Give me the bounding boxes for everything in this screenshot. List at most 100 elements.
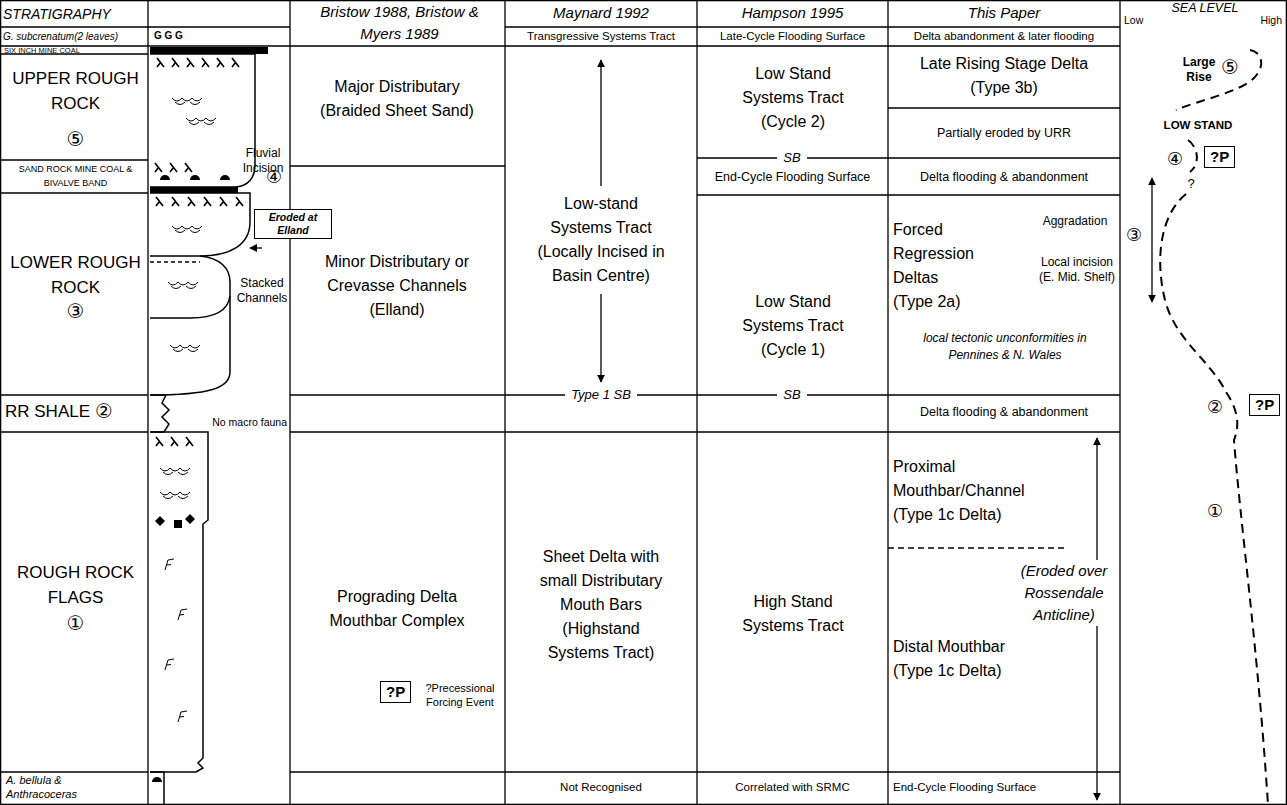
stratigraphic-log xyxy=(220,175,230,180)
table-cell: Distal Mouthbar (Type 1c Delta) xyxy=(893,635,1023,683)
table-cell: Delta abandonment & later flooding xyxy=(888,29,1120,43)
boundary-label: Type 1 SB xyxy=(565,387,637,403)
table-cell: Prograding Delta Mouthbar Complex xyxy=(307,585,487,633)
stratigraphic-log xyxy=(172,226,202,233)
annotation: Stacked Channels xyxy=(236,276,288,306)
box-text: Eroded at Elland xyxy=(260,211,326,237)
callout-number: ③ xyxy=(3,300,148,323)
box-text: ?P xyxy=(1210,148,1229,166)
boundary-label: SB xyxy=(777,150,807,166)
unit-name: SIX INCH MINE COAL xyxy=(4,47,148,55)
table-cell: Low-stand Systems Tract (Locally Incised… xyxy=(534,192,668,288)
stratigraphic-log xyxy=(204,197,211,206)
query-mark: ? xyxy=(1184,176,1198,191)
callout-number: ④ xyxy=(1164,148,1186,170)
table-cell: Forced Regression Deltas (Type 2a) xyxy=(893,218,979,314)
annotation: No macro fauna xyxy=(208,416,287,429)
table-cell: Proximal Mouthbar/Channel (Type 1c Delta… xyxy=(893,455,1043,527)
stratigraphic-log xyxy=(185,163,192,172)
table-cell: Late-Cycle Flooding Surface xyxy=(697,29,888,43)
table-cell: High Stand Systems Tract xyxy=(726,590,860,638)
stratigraphic-log xyxy=(171,437,178,446)
callout-number: ③ xyxy=(1122,224,1146,246)
callout-number: ⑤ xyxy=(1218,56,1242,79)
stratigraphic-log xyxy=(150,54,255,187)
unit-name: SAND ROCK MINE COAL & BIVALVE BAND xyxy=(3,162,148,190)
unit-name: UPPER ROUGH ROCK xyxy=(3,66,148,116)
boundary-label: SB xyxy=(777,150,807,166)
annotation: (Eroded over Rossendale Anticline) xyxy=(1012,560,1116,626)
stratigraphic-log xyxy=(186,118,216,125)
sea-level-note: LOW STAND xyxy=(1158,118,1238,132)
annotation: Local incision (E. Mid. Shelf) xyxy=(1034,255,1120,285)
stratigraphic-log xyxy=(236,197,243,206)
stratigraphic-log xyxy=(150,296,230,395)
stratigraphic-log xyxy=(168,282,198,289)
column-header: STRATIGRAPHY xyxy=(3,6,148,22)
stratigraphic-log xyxy=(202,58,209,67)
trend-arrows xyxy=(250,60,1152,800)
callout-number: ⑤ xyxy=(3,128,148,151)
table-grid xyxy=(148,0,1120,805)
trend-arrows xyxy=(250,247,262,248)
stratigraphic-log xyxy=(160,492,190,499)
sea-level-note: Large Rise xyxy=(1178,55,1220,85)
callout-number: ② xyxy=(92,400,116,423)
stratigraphic-log xyxy=(150,256,230,318)
callout-number: ④ xyxy=(262,166,286,188)
callout-number: ① xyxy=(3,612,148,635)
stratigraphic-log xyxy=(150,772,164,805)
column-header: This Paper xyxy=(888,4,1120,22)
table-cell: Low Stand Systems Tract (Cycle 1) xyxy=(726,290,860,362)
table-cell: Proximal Mouthbar/Channel (Type 1c Delta… xyxy=(893,455,1043,527)
stratigraphic-log xyxy=(172,197,179,206)
fossil-band: A. bellula & Anthracoceras xyxy=(6,774,116,801)
stratigraphic-log xyxy=(152,777,162,782)
callout-number: ⑤ xyxy=(3,128,148,151)
annotation: Local incision (E. Mid. Shelf) xyxy=(1034,255,1120,285)
table-cell: Sheet Delta with small Distributary Mout… xyxy=(534,545,668,665)
stratigraphic-log xyxy=(150,395,169,432)
sea-level-note: LOW STAND xyxy=(1158,118,1238,132)
stratigraphic-log xyxy=(178,711,187,722)
callout-number: ③ xyxy=(3,300,148,323)
stratigraphic-log xyxy=(172,58,179,67)
query-box: ?P xyxy=(380,681,411,703)
sea-level-curve xyxy=(1176,50,1261,110)
stratigraphic-log xyxy=(187,58,194,67)
table-grid xyxy=(888,547,1068,548)
table-cell: Partially eroded by URR xyxy=(888,126,1120,141)
callout-number: ③ xyxy=(1122,224,1146,246)
annotation: Stacked Channels xyxy=(236,276,288,306)
table-cell: Not Recognised xyxy=(505,780,697,794)
stratigraphic-log xyxy=(178,609,187,620)
table-cell: Delta abandonment & later flooding xyxy=(888,29,1120,43)
box-text: ?P xyxy=(1255,396,1274,414)
table-cell: Prograding Delta Mouthbar Complex xyxy=(307,585,487,633)
stratigraphic-log xyxy=(217,58,224,67)
stratigraphic-log xyxy=(150,261,200,263)
table-cell: Major Distributary (Braided Sheet Sand) xyxy=(307,75,487,123)
axis-title: SEA LEVEL xyxy=(1150,1,1260,15)
unit-name: RR SHALE xyxy=(5,402,91,422)
query-box: ?P xyxy=(1249,394,1280,416)
column-header: Hampson 1995 xyxy=(697,4,888,22)
stratigraphic-log xyxy=(155,163,162,172)
stratigraphic-log xyxy=(160,175,170,180)
axis-label: High xyxy=(1248,14,1282,26)
goniatite-symbol: G G G xyxy=(154,29,214,42)
table-cell: Delta flooding & abandonment xyxy=(888,405,1120,420)
fossil-band: G. subcrenatum(2 leaves) xyxy=(3,30,148,43)
stratigraphic-log xyxy=(150,193,250,256)
table-cell: Late Rising Stage Delta (Type 3b) xyxy=(909,52,1099,100)
table-cell: Transgressive Systems Tract xyxy=(505,29,697,43)
table-cell: Correlated with SRMC xyxy=(697,780,888,794)
unit-name: ROUGH ROCK FLAGS xyxy=(3,560,148,610)
stratigraphic-log xyxy=(160,468,190,475)
table-cell: Major Distributary (Braided Sheet Sand) xyxy=(307,75,487,123)
callout-number: ⑤ xyxy=(1218,56,1242,79)
stratigraphic-log xyxy=(172,98,202,105)
